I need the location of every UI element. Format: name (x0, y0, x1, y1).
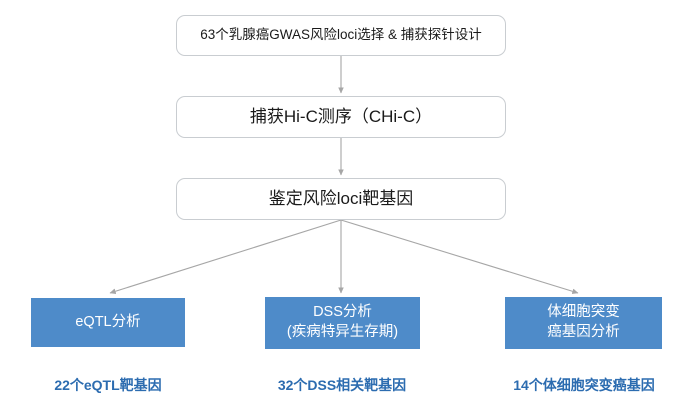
stage-1-label: 63个乳腺癌GWAS风险loci选择 & 捕获探针设计 (200, 27, 482, 43)
analysis-box-eqtl: eQTL分析 (31, 298, 185, 347)
stage-box-target-gene-id: 鉴定风险loci靶基因 (176, 178, 506, 220)
stage-box-capture-hic: 捕获Hi-C测序（CHi-C） (176, 96, 506, 138)
analysis-somatic-line-2: 癌基因分析 (547, 324, 620, 340)
result-label-eqtl: 22个eQTL靶基因 (54, 377, 162, 393)
analysis-eqtl-line-1: eQTL分析 (75, 313, 141, 330)
result-label-somatic: 14个体细胞突变癌基因 (513, 377, 655, 393)
stage-3-label: 鉴定风险loci靶基因 (268, 189, 414, 209)
connector-stage3-to-eqtl (109, 219, 342, 295)
analysis-dss-line-1: DSS分析 (313, 304, 372, 321)
analysis-box-dss: DSS分析 (疾病特异生存期) (265, 297, 420, 349)
stage-2-label: 捕获Hi-C测序（CHi-C） (249, 107, 433, 127)
analysis-box-somatic-mutation: 体细胞突变 癌基因分析 (505, 297, 662, 349)
analysis-dss-line-2: (疾病特异生存期) (286, 324, 399, 340)
analysis-somatic-line-1: 体细胞突变 (547, 304, 620, 321)
result-label-dss: 32个DSS相关靶基因 (277, 377, 407, 393)
connector-stage3-to-somatic (340, 219, 579, 295)
stage-box-loci-selection: 63个乳腺癌GWAS风险loci选择 & 捕获探针设计 (176, 15, 506, 56)
